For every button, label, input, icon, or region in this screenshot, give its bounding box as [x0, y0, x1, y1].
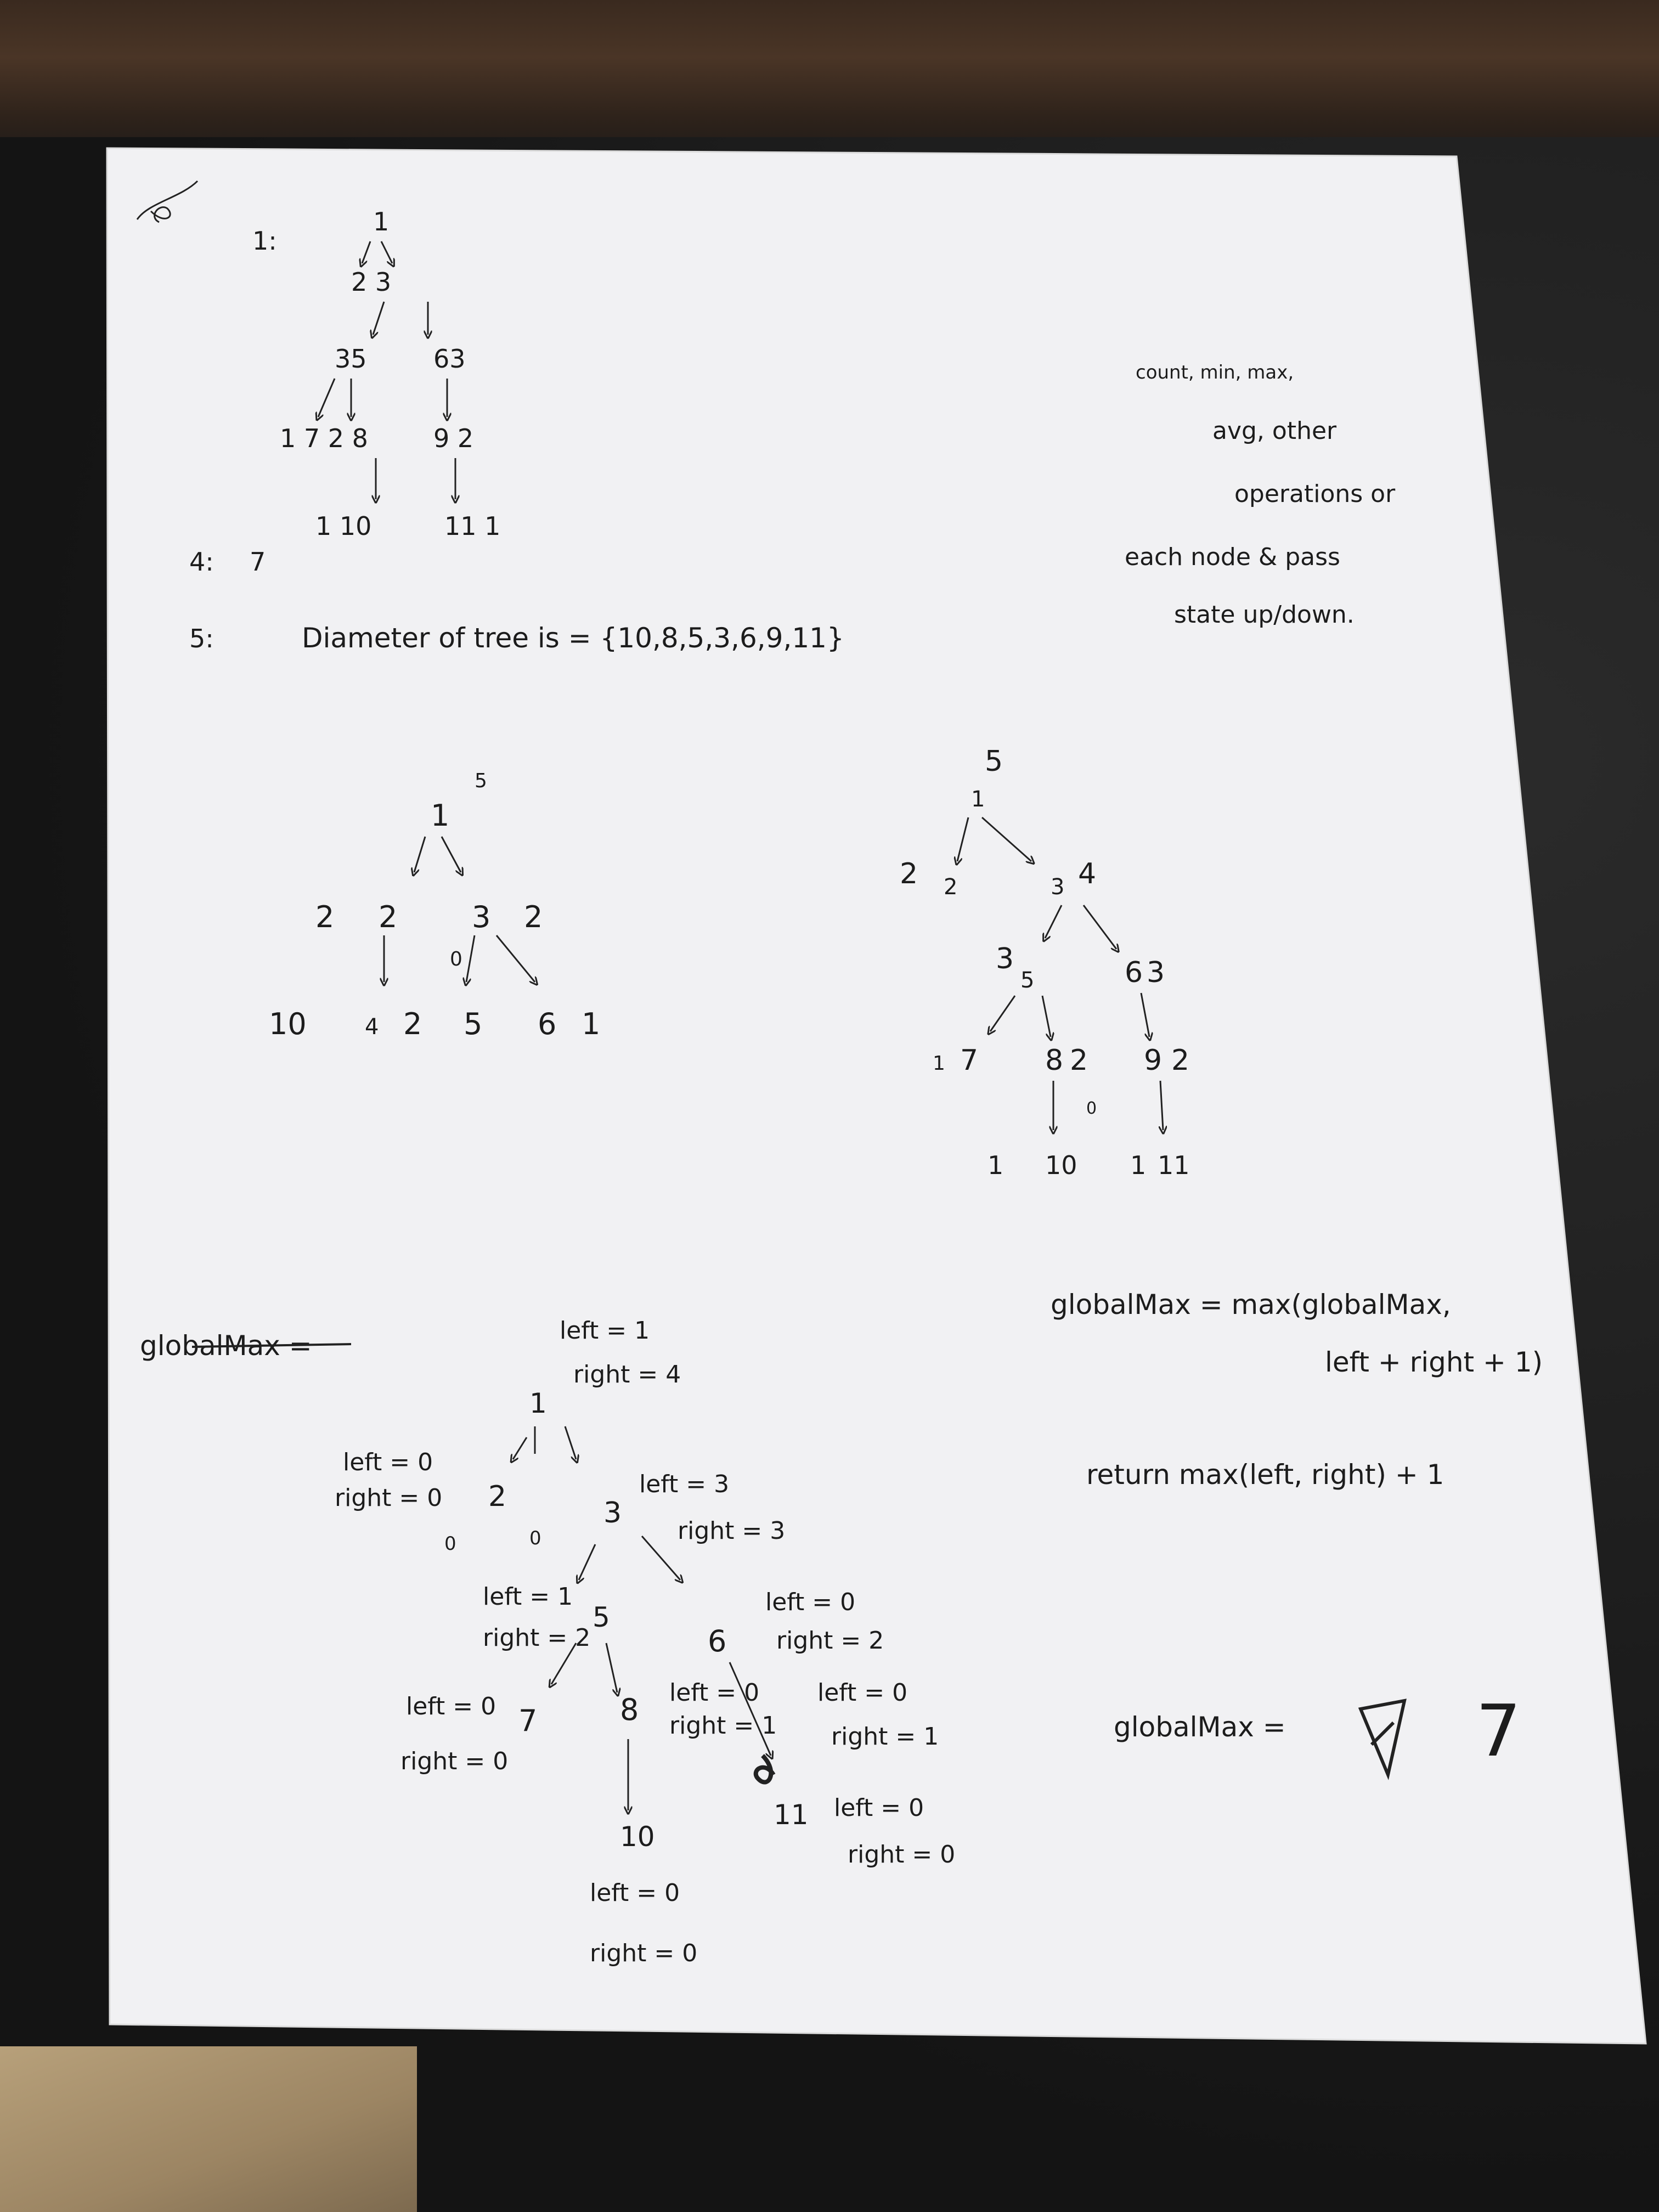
formula-line2: left + right + 1) [1325, 1346, 1543, 1378]
tree3-rleft-annot: 3 [996, 943, 1014, 975]
tree3-leaf-c: 1 [1130, 1150, 1146, 1180]
q1-label: 1: [252, 226, 277, 256]
tree2-mid-annot: 2 [403, 1007, 422, 1041]
trace-n7-right: right = 0 [400, 1747, 508, 1775]
trace-n1: 1 [529, 1387, 547, 1419]
q1-level2-right: 63 [433, 344, 466, 374]
strike-line [191, 1343, 352, 1348]
tree3-rlleft-annot: 1 [933, 1052, 945, 1075]
trace-n11: 11 [774, 1799, 809, 1831]
carpet-corner [0, 2046, 417, 2212]
side-note-line5: state up/down. [1174, 601, 1355, 629]
tree3-leaf-b: 10 [1045, 1150, 1077, 1180]
trace-n11-right: right = 0 [848, 1841, 955, 1869]
tree3-rrchild-annot: 2 [1171, 1044, 1189, 1077]
q5-label: 5: [189, 624, 214, 653]
tree3-left: 2 [944, 874, 957, 900]
trace-n5-left: left = 1 [483, 1583, 573, 1611]
trace-n3-zero: 0 [529, 1527, 541, 1549]
tree3-rright: 6 [1125, 956, 1143, 989]
tree3-rlmid-annot: 2 [1070, 1044, 1088, 1077]
tree3-rleft: 5 [1020, 968, 1034, 993]
tree3-zero-annot: 0 [1086, 1099, 1097, 1118]
tree3-rlmid: 8 [1045, 1044, 1063, 1077]
scribbled-out-mark-9 [753, 1754, 776, 1785]
trace-n8: 8 [620, 1692, 639, 1727]
q1-level3-right: 9 2 [433, 424, 473, 453]
trace-n8-left: left = 0 [669, 1679, 759, 1707]
trace-n8-right: right = 1 [669, 1712, 777, 1740]
trace-n10-left: left = 0 [590, 1879, 680, 1907]
paper-sheet [107, 148, 1646, 2044]
q1-level2-left: 35 [335, 344, 367, 374]
tree2-right-child: 6 [538, 1007, 556, 1041]
trace-n10: 10 [620, 1821, 655, 1853]
q4-answer: 7 [250, 547, 266, 577]
tree2-left: 2 [379, 900, 397, 934]
scribbled-out-mark [1358, 1699, 1407, 1780]
tree2-root: 1 [431, 798, 449, 833]
q1-root: 1 [373, 207, 389, 236]
globalmax-result-value: 7 [1476, 1689, 1521, 1773]
trace-n6-right: right = 2 [776, 1627, 884, 1655]
tree2-right: 3 [472, 900, 490, 934]
trace-n2-zero: 0 [444, 1533, 456, 1555]
tree3-leaf-d: 11 [1158, 1150, 1190, 1180]
trace-n3-left: left = 3 [639, 1470, 729, 1498]
corner-scribble [150, 206, 171, 223]
side-note-line1: count, min, max, [1136, 362, 1294, 383]
tree2-left-annot: 2 [315, 900, 334, 934]
tree2-zero-annot: 0 [450, 948, 462, 970]
tree2-right-annot: 2 [524, 900, 543, 934]
tree2-leaf-annot: 10 [269, 1007, 307, 1041]
trace-n9-right: right = 1 [831, 1723, 939, 1751]
trace-n2-left: left = 0 [343, 1448, 433, 1476]
trace-n10-right: right = 0 [590, 1939, 697, 1967]
tree3-root: 1 [971, 787, 985, 812]
trace-n5: 5 [592, 1601, 610, 1633]
tree3-right-annot: 4 [1078, 857, 1096, 890]
trace-n7: 7 [518, 1703, 537, 1738]
trace-n3-right: right = 3 [678, 1517, 785, 1545]
side-note-line4: each node & pass [1125, 543, 1340, 571]
globalmax-result-label: globalMax = [1114, 1711, 1286, 1743]
trace-n9-left: left = 0 [817, 1679, 907, 1707]
side-note-line3: operations or [1234, 480, 1396, 508]
q1-level4-left: 1 10 [315, 511, 371, 541]
trace-n1-left: left = 1 [560, 1317, 650, 1345]
tree2-left-child: 4 [365, 1014, 379, 1040]
q5-diameter-text: Diameter of tree is = {10,8,5,3,6,9,11} [302, 622, 844, 654]
tree3-leaf-a: 1 [988, 1150, 1003, 1180]
tree2-right-annot1: 1 [582, 1007, 600, 1041]
side-note-line2: avg, other [1212, 417, 1337, 445]
formula-line3: return max(left, right) + 1 [1086, 1459, 1444, 1491]
tree3-rlleft: 7 [960, 1044, 978, 1077]
trace-n6-left: left = 0 [765, 1588, 855, 1616]
trace-n3: 3 [603, 1497, 622, 1530]
tree3-right: 3 [1051, 874, 1064, 900]
tree2-mid-child: 5 [464, 1007, 482, 1041]
tree3-root-annot: 5 [985, 745, 1003, 778]
trace-n6: 6 [708, 1624, 726, 1658]
corner-check-mark [136, 180, 199, 220]
trace-n7-left: left = 0 [406, 1692, 496, 1720]
q1-level3-left: 1 7 2 8 [280, 424, 368, 453]
tree2-root-annot: 5 [475, 770, 487, 792]
tree3-rright-annot: 3 [1147, 956, 1165, 989]
trace-n1-right: right = 4 [573, 1361, 681, 1389]
q1-level4-right: 11 1 [444, 511, 500, 541]
q4-label: 4: [189, 547, 214, 577]
formula-line1: globalMax = max(globalMax, [1051, 1289, 1451, 1321]
q1-level1: 2 3 [351, 267, 391, 297]
trace-n11-left: left = 0 [834, 1794, 924, 1822]
trace-n2: 2 [488, 1480, 506, 1513]
tree3-rrchild: 9 [1144, 1044, 1162, 1077]
trace-n2-right: right = 0 [335, 1484, 442, 1512]
trace-n5-right: right = 2 [483, 1624, 590, 1652]
tree3-left-annot: 2 [900, 857, 918, 890]
